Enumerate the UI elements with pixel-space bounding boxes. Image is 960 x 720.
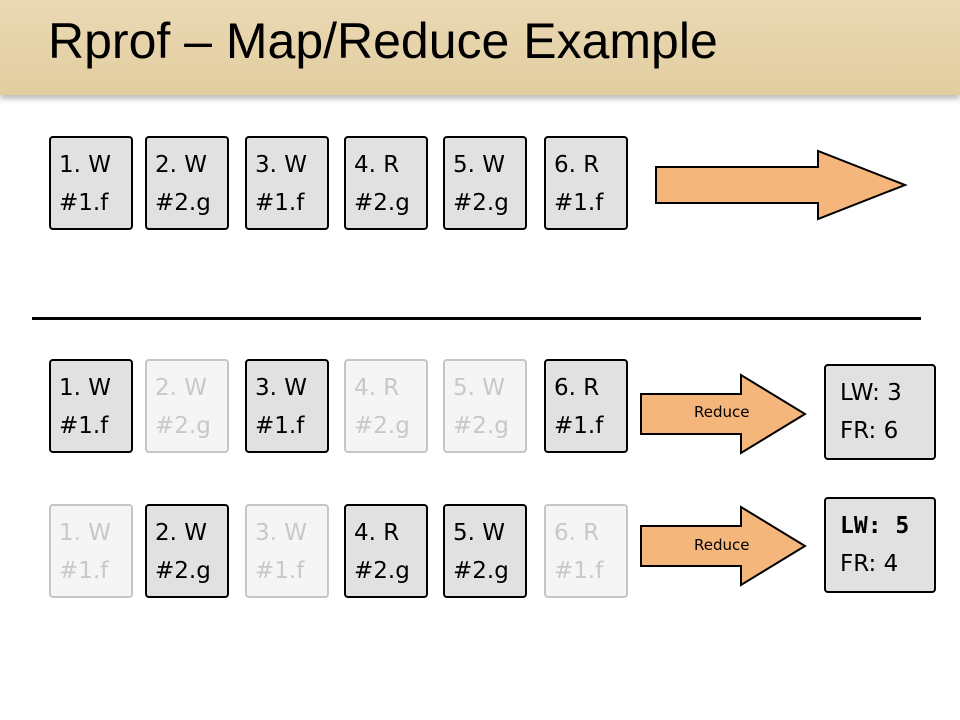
cell-line2: #2.g [453,558,509,584]
cell-2-1: 1. W #1.f [49,359,133,453]
result-lw: LW: 3 [840,380,902,406]
cell-line2: #1.f [255,413,305,439]
cell-line1: 3. W [255,152,307,178]
reduce-label: Reduce [694,403,750,421]
result-box: LW: 5 FR: 4 [824,497,936,593]
cell-1-6: 6. R #1.f [544,136,628,230]
cell-line1: 5. W [453,375,505,401]
cell-line2: #2.g [354,558,410,584]
cell-3-4: 4. R #2.g [344,504,428,598]
cell-line1: 6. R [554,152,600,178]
cell-line1: 6. R [554,520,600,546]
cell-line2: #2.g [354,413,410,439]
result-fr: FR: 4 [840,551,899,577]
result-fr: FR: 6 [840,418,899,444]
cell-line2: #1.f [255,558,305,584]
reduce-arrow-icon [640,505,807,587]
cell-line2: #1.f [59,558,109,584]
cell-3-5: 5. W #2.g [443,504,527,598]
cell-3-1: 1. W #1.f [49,504,133,598]
cell-line2: #1.f [554,190,604,216]
cell-line1: 3. W [255,520,307,546]
cell-2-6: 6. R #1.f [544,359,628,453]
right-arrow-icon [655,149,908,221]
result-box: LW: 3 FR: 6 [824,364,936,460]
cell-line2: #1.f [255,190,305,216]
cell-line1: 1. W [59,152,111,178]
cell-line1: 2. W [155,520,207,546]
cell-line2: #2.g [354,190,410,216]
cell-line1: 2. W [155,375,207,401]
cell-3-2: 2. W #2.g [145,504,229,598]
cell-line2: #1.f [59,190,109,216]
cell-line1: 2. W [155,152,207,178]
cell-line2: #1.f [554,413,604,439]
cell-line1: 4. R [354,520,400,546]
result-lw: LW: 5 [840,513,910,539]
cell-1-4: 4. R #2.g [344,136,428,230]
cell-line1: 5. W [453,520,505,546]
cell-1-5: 5. W #2.g [443,136,527,230]
cell-line1: 5. W [453,152,505,178]
cell-2-5: 5. W #2.g [443,359,527,453]
cell-line1: 4. R [354,152,400,178]
slide-title: Rprof – Map/Reduce Example [48,13,718,69]
cell-2-2: 2. W #2.g [145,359,229,453]
cell-line1: 1. W [59,375,111,401]
cell-3-3: 3. W #1.f [245,504,329,598]
cell-line2: #2.g [155,413,211,439]
title-bar: Rprof – Map/Reduce Example [0,0,960,95]
cell-1-1: 1. W #1.f [49,136,133,230]
cell-line2: #2.g [453,190,509,216]
cell-line2: #2.g [155,190,211,216]
cell-line2: #2.g [453,413,509,439]
cell-line2: #1.f [59,413,109,439]
cell-2-4: 4. R #2.g [344,359,428,453]
cell-line2: #1.f [554,558,604,584]
cell-1-2: 2. W #2.g [145,136,229,230]
reduce-arrow-icon [640,373,807,455]
cell-2-3: 3. W #1.f [245,359,329,453]
cell-line2: #2.g [155,558,211,584]
cell-1-3: 3. W #1.f [245,136,329,230]
cell-line1: 4. R [354,375,400,401]
section-divider [32,317,921,320]
cell-line1: 1. W [59,520,111,546]
cell-line1: 6. R [554,375,600,401]
cell-3-6: 6. R #1.f [544,504,628,598]
reduce-label: Reduce [694,536,750,554]
cell-line1: 3. W [255,375,307,401]
